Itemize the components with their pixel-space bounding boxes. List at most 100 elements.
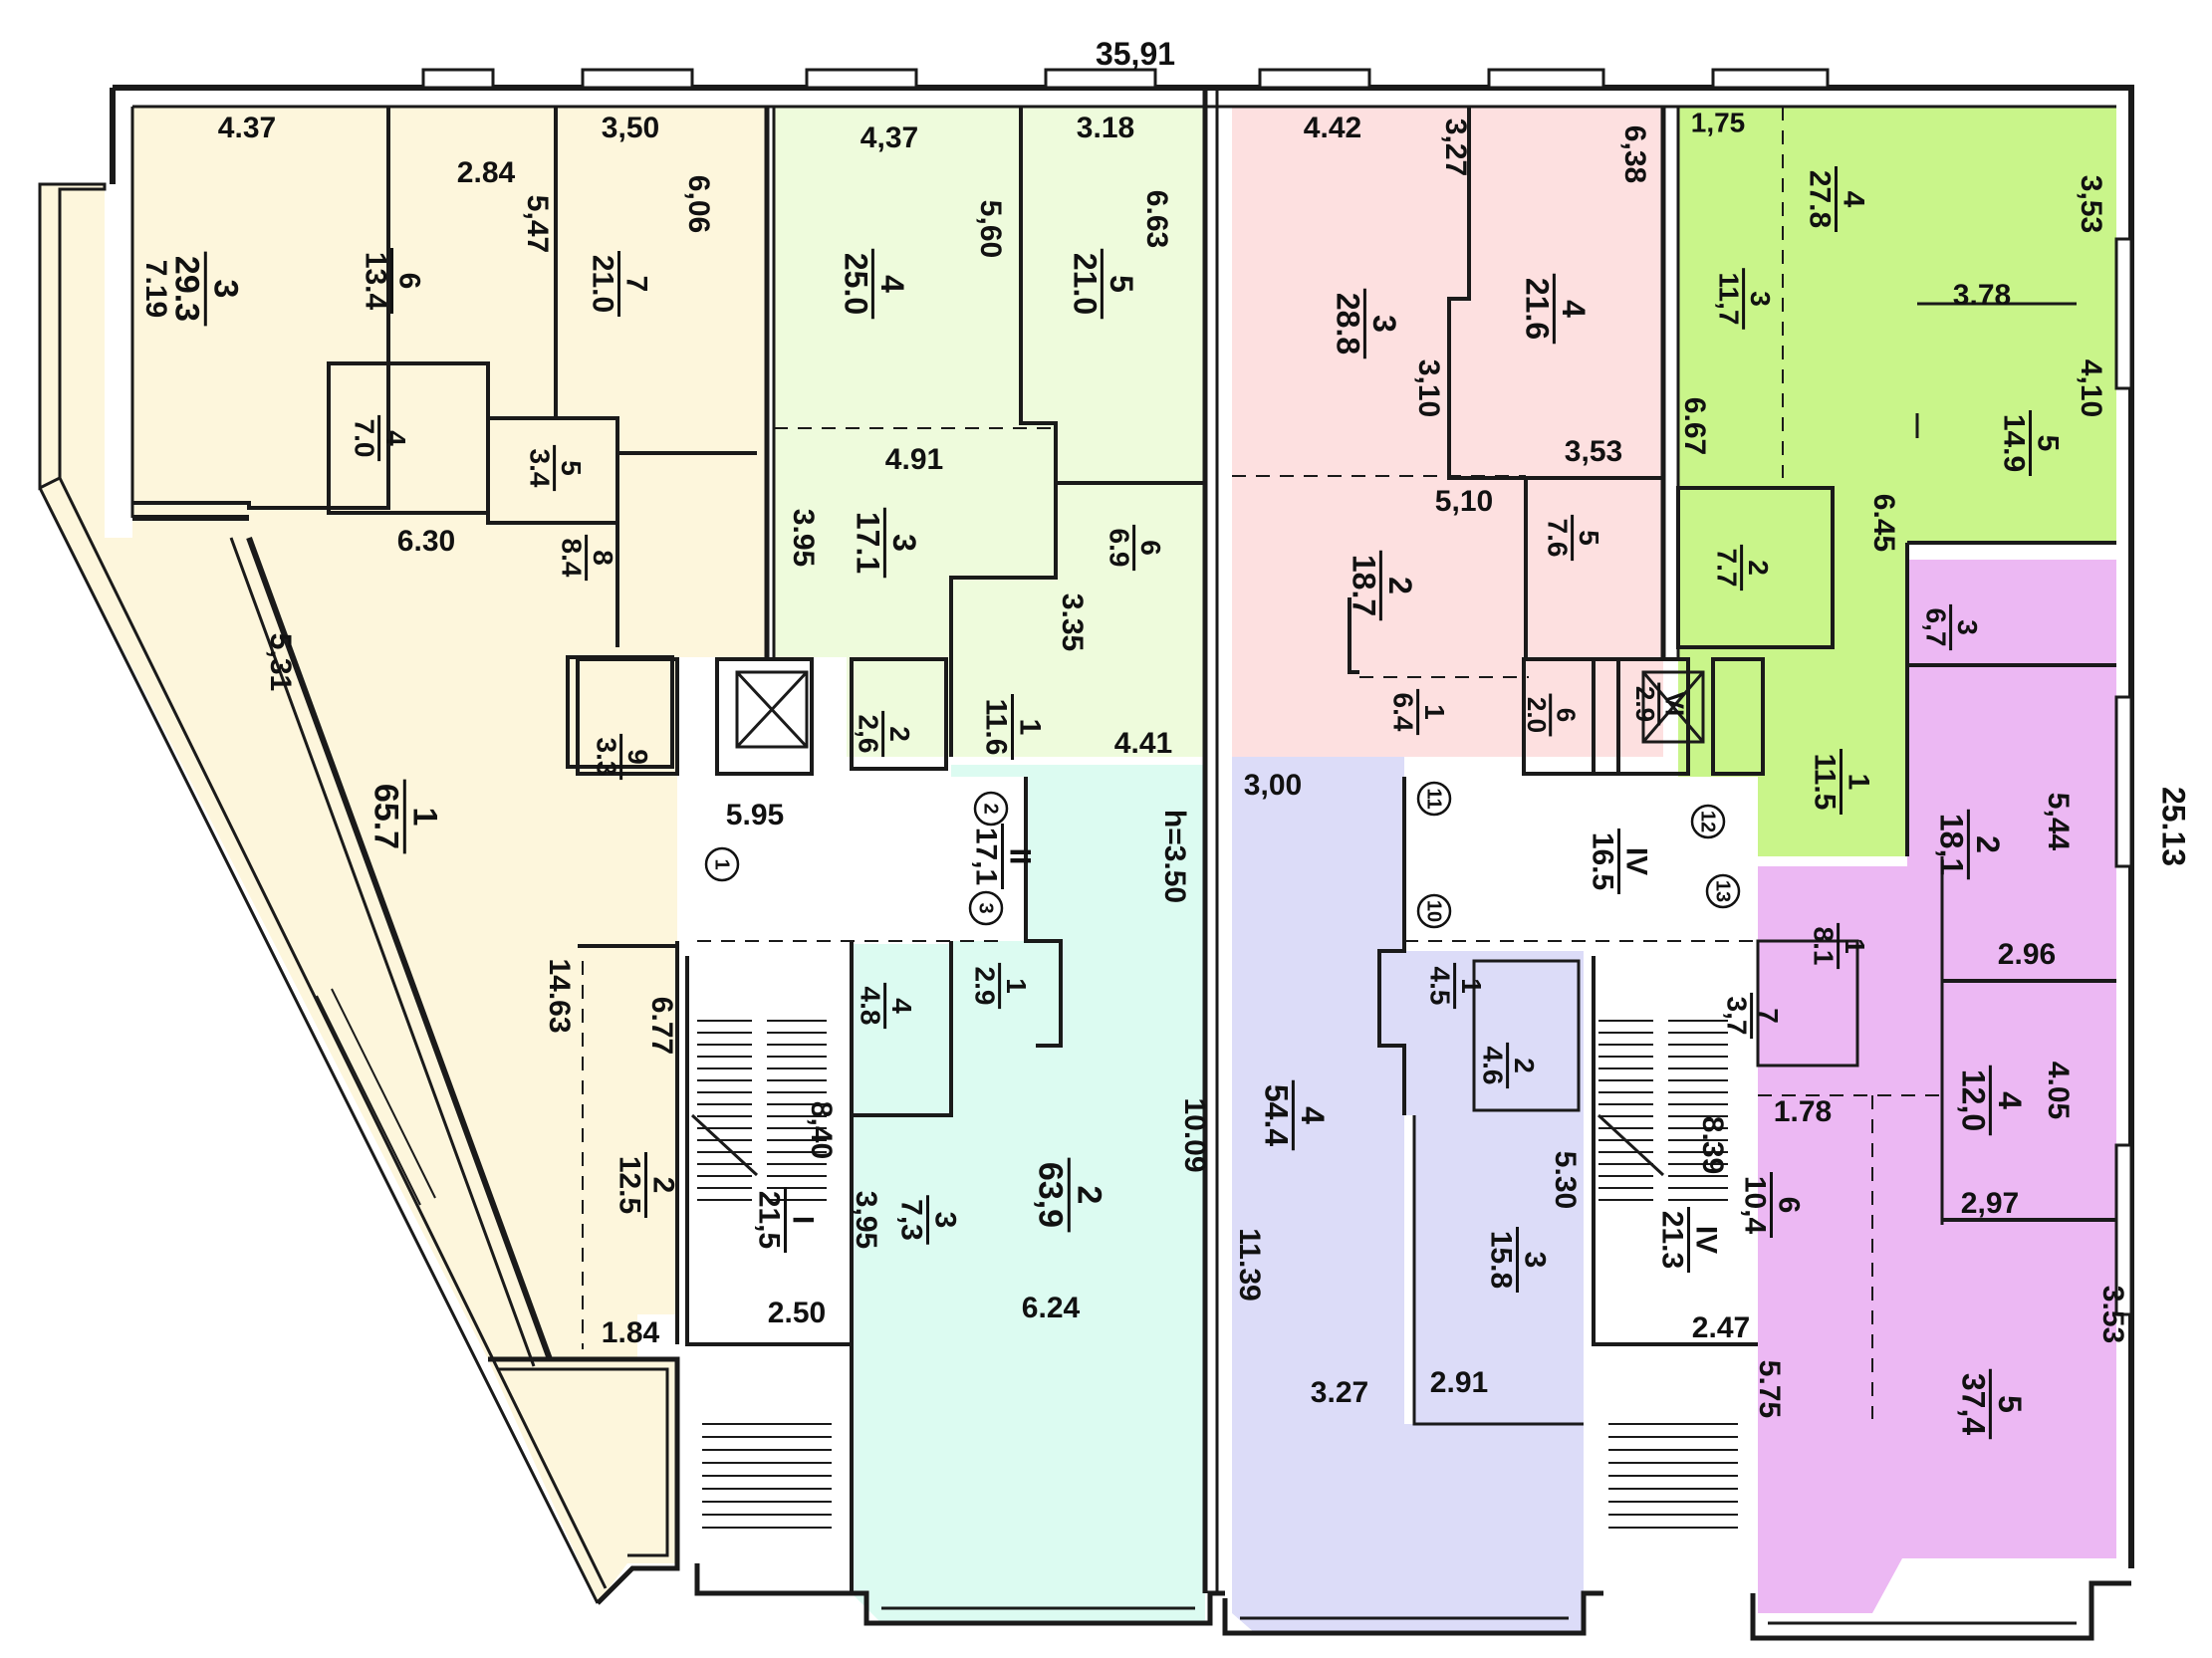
entrance-marker: 10 bbox=[1416, 893, 1452, 929]
room-number: 5 bbox=[1104, 275, 1139, 293]
room-label[interactable]: 44.8 bbox=[855, 982, 917, 1030]
room-number: 1 bbox=[1419, 704, 1450, 720]
room-label[interactable]: 36,7 bbox=[1920, 603, 1983, 651]
room-number: 3 bbox=[206, 280, 244, 299]
dimension-label: 3.18 bbox=[1077, 112, 1134, 144]
room-area: 54.4 bbox=[1259, 1084, 1295, 1146]
room-label[interactable]: 24.6 bbox=[1477, 1042, 1540, 1089]
room-label[interactable]: 315.8 bbox=[1484, 1227, 1552, 1293]
room-label[interactable]: 66.9 bbox=[1104, 524, 1166, 572]
zone-cyan-small2 bbox=[852, 1120, 946, 1344]
room-label[interactable]: 111.6 bbox=[979, 694, 1047, 760]
zone-apt-violet[interactable] bbox=[1758, 560, 2116, 1613]
room-area: 17.1 bbox=[851, 512, 886, 574]
room-label[interactable]: 537,4 bbox=[1956, 1368, 2028, 1440]
svg-text:1: 1 bbox=[711, 858, 733, 869]
room-label[interactable]: 37,3 bbox=[894, 1195, 962, 1245]
room-label[interactable]: 218,1 bbox=[1934, 809, 2006, 880]
room-number: 6 bbox=[393, 273, 426, 290]
dimension-label: 8,40 bbox=[805, 1101, 838, 1159]
room-number: 4 bbox=[886, 998, 917, 1014]
room-label[interactable]: 425.0 bbox=[839, 248, 910, 320]
room-area: 12.5 bbox=[613, 1156, 645, 1214]
room-area: 2,6 bbox=[853, 715, 883, 754]
room-number: 7 bbox=[620, 276, 653, 293]
room-label[interactable]: 93.3 bbox=[591, 733, 653, 781]
room-label[interactable]: 263,9 bbox=[1032, 1157, 1108, 1233]
room-area: 8.1 bbox=[1808, 927, 1839, 966]
room-label[interactable]: 329.3 bbox=[168, 251, 245, 327]
room-label[interactable]: VI2.9 bbox=[1630, 682, 1690, 726]
room-label[interactable]: 218.7 bbox=[1347, 550, 1418, 621]
room-number: 1 bbox=[1456, 978, 1487, 994]
room-label[interactable]: 47.0 bbox=[349, 414, 411, 462]
room-label[interactable]: 317.1 bbox=[851, 507, 922, 579]
room-label[interactable]: 610,4 bbox=[1738, 1172, 1806, 1238]
zone-apt-green-light[interactable] bbox=[774, 107, 1205, 757]
room-area: 37,4 bbox=[1956, 1373, 1992, 1435]
room-label[interactable]: 57.6 bbox=[1542, 514, 1604, 562]
zone-shop-lavender-2 bbox=[1379, 951, 1584, 1424]
room-area: 10,4 bbox=[1738, 1176, 1771, 1235]
room-label[interactable]: 613.4 bbox=[359, 248, 426, 314]
room-number: 6 bbox=[1773, 1197, 1806, 1214]
zone-shop-lavender[interactable] bbox=[1232, 757, 1584, 1633]
dimension-label: 5,60 bbox=[974, 200, 1007, 258]
overall-depth-label: 25.13 bbox=[2156, 787, 2192, 866]
room-number: 4 bbox=[1295, 1106, 1331, 1124]
room-number: 4 bbox=[874, 275, 910, 293]
room-label[interactable]: 454.4 bbox=[1259, 1079, 1331, 1151]
room-label[interactable]: 521.0 bbox=[1068, 248, 1139, 320]
room-number: 2 bbox=[1070, 1186, 1107, 1205]
room-label[interactable]: 88.4 bbox=[556, 534, 618, 582]
room-label[interactable]: 16.4 bbox=[1387, 688, 1450, 736]
room-label[interactable]: 721.0 bbox=[586, 251, 653, 317]
room-label[interactable]: 421.6 bbox=[1520, 273, 1592, 345]
dimension-label: h=3.50 bbox=[1158, 810, 1191, 903]
room-label[interactable]: 27.7 bbox=[1711, 544, 1774, 592]
dimension-label: 3.78 bbox=[1953, 279, 2011, 312]
room-number: 1 bbox=[405, 808, 443, 827]
zone-apt-left-balcony bbox=[488, 1359, 677, 1603]
dimension-label: 8.39 bbox=[1696, 1116, 1729, 1174]
room-label[interactable]: 111.5 bbox=[1808, 749, 1875, 815]
room-area: 18,1 bbox=[1934, 814, 1970, 875]
room-label[interactable]: 14.5 bbox=[1424, 962, 1487, 1010]
zone-apt-lime[interactable] bbox=[1678, 107, 2116, 856]
room-area: 3.3 bbox=[591, 738, 621, 777]
dimension-label: 6,06 bbox=[682, 175, 715, 233]
room-label[interactable]: 212.5 bbox=[613, 1152, 680, 1218]
room-number: 6 bbox=[1552, 708, 1582, 722]
room-label[interactable]: 311,7 bbox=[1713, 268, 1776, 330]
overall-width-label: 35,91 bbox=[1096, 36, 1175, 72]
room-number: 2 bbox=[647, 1177, 680, 1194]
dimension-label: 1,75 bbox=[1691, 107, 1746, 137]
room-label[interactable]: 73,7 bbox=[1721, 992, 1784, 1040]
room-label[interactable]: 53.4 bbox=[524, 444, 587, 492]
room-number: 8 bbox=[588, 550, 618, 566]
room-label[interactable]: 427.8 bbox=[1803, 166, 1870, 232]
walls bbox=[38, 85, 2134, 1641]
room-label[interactable]: 22,6 bbox=[853, 710, 915, 758]
room-number: 5 bbox=[1992, 1395, 2028, 1413]
room-label[interactable]: 412,0 bbox=[1956, 1065, 2028, 1136]
hall-right bbox=[1404, 777, 1758, 941]
room-label[interactable]: 514.9 bbox=[1997, 410, 2065, 476]
room-label[interactable]: I21,5 bbox=[752, 1187, 820, 1253]
room-area: 6.4 bbox=[1387, 693, 1418, 732]
room-label[interactable]: 328.8 bbox=[1331, 288, 1402, 359]
svg-text:2: 2 bbox=[980, 803, 1002, 814]
room-label[interactable]: 12.9 bbox=[969, 962, 1032, 1010]
dimension-label: 4.91 bbox=[885, 443, 943, 476]
room-area: 3,7 bbox=[1721, 997, 1752, 1036]
room-label[interactable]: 165.7 bbox=[368, 779, 444, 854]
room-label[interactable]: 62.0 bbox=[1522, 693, 1582, 737]
room-area: 7.6 bbox=[1542, 519, 1573, 558]
room-label[interactable]: 18.1 bbox=[1808, 922, 1870, 970]
entrance-marker: 12 bbox=[1690, 804, 1726, 839]
dimension-label: 2.47 bbox=[1692, 1311, 1750, 1344]
dimension-label: 2,97 bbox=[1961, 1187, 2019, 1220]
